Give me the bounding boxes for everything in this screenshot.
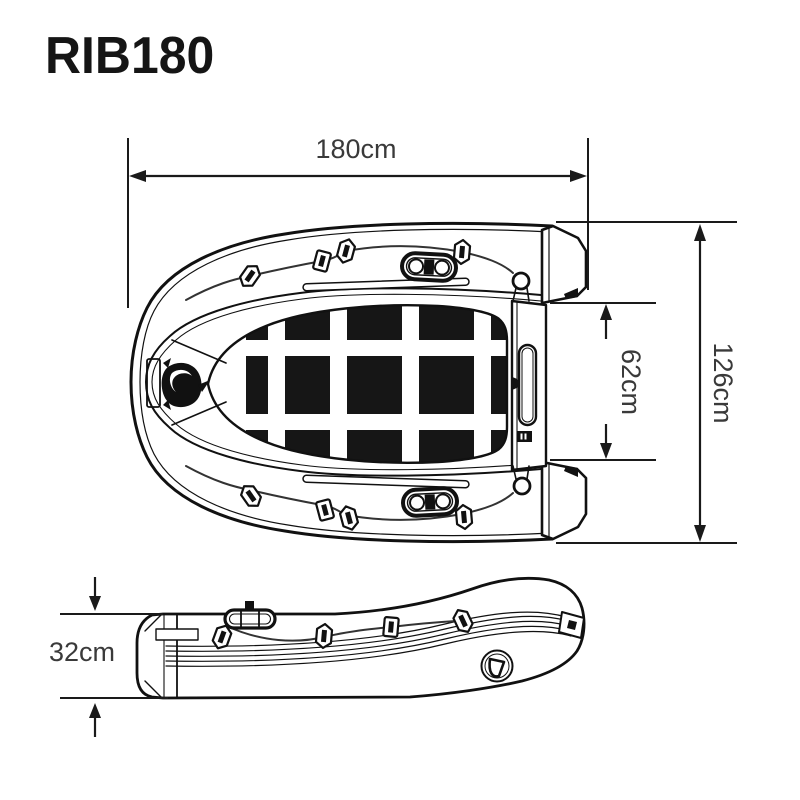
- hull-outline: [129, 221, 554, 544]
- air-valve-icon: [480, 649, 514, 683]
- rubbing-strake: [165, 611, 572, 667]
- transom: [510, 271, 548, 496]
- batten-strip-bottom: [302, 474, 470, 489]
- page-title: RIB180: [45, 27, 215, 85]
- floor-plaid: [206, 304, 509, 464]
- dimension-tube-height-label: 32cm: [49, 637, 115, 667]
- rope-guide-icon: [382, 615, 400, 639]
- side-grab-rope: [230, 620, 457, 642]
- tie-ring-bottom: [512, 476, 532, 496]
- dimension-tube-height: 32cm: [49, 577, 168, 737]
- tie-ring-top: [511, 271, 531, 291]
- dimension-length: 180cm: [127, 134, 589, 308]
- bow-chine-lines: [171, 339, 227, 426]
- grab-handle-icon: [454, 503, 474, 531]
- bow-handle-icon: [558, 611, 585, 639]
- boat-top-view: [129, 221, 588, 544]
- dimension-beam: 126cm: [556, 221, 738, 544]
- boat-side-view: [135, 576, 586, 700]
- grab-handle-icon: [314, 622, 334, 650]
- stern-cone-top: [540, 224, 588, 305]
- dimension-inner-beam: 62cm: [550, 302, 656, 461]
- brand-mascot-logo: [146, 358, 210, 410]
- oarlock-icon: [223, 601, 277, 630]
- oarlock-icon: [402, 488, 457, 517]
- dimension-length-label: 180cm: [315, 134, 396, 164]
- oarlock-icon: [401, 253, 456, 282]
- hull-label-plate: [155, 628, 199, 641]
- dimension-beam-label: 126cm: [708, 342, 738, 423]
- dimension-inner-beam-label: 62cm: [616, 349, 646, 415]
- stern-cone-bottom: [540, 460, 588, 541]
